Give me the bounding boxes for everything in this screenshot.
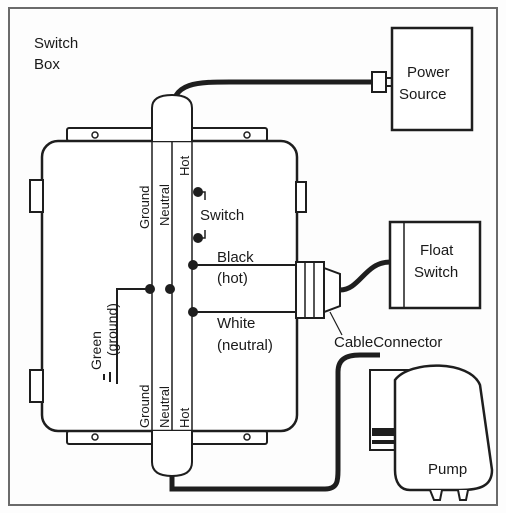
switch-box-label-line1: Switch	[34, 35, 78, 52]
float-switch-label-line1: Float	[420, 242, 454, 259]
black-label-line1: Black	[217, 249, 254, 266]
green-ground-wire	[116, 288, 150, 382]
switch-box-label-line2: Box	[34, 56, 60, 73]
knockout-top-left	[29, 179, 44, 213]
cable-connector-label: CableConnector	[334, 334, 442, 351]
float-switch-label-line2: Switch	[414, 264, 458, 281]
knockout-right	[295, 181, 307, 213]
power-cable	[169, 79, 372, 113]
diagram-frame	[8, 7, 498, 506]
white-label-line1: White	[217, 315, 255, 332]
neutral-junction-terminal	[165, 284, 175, 294]
black-label-line2: (hot)	[217, 270, 248, 287]
float-switch-box	[388, 220, 482, 310]
white-label-line2: (neutral)	[217, 337, 273, 354]
float-switch-cable	[339, 259, 391, 293]
top-hot-label: Hot	[177, 155, 192, 176]
ground-icon	[103, 370, 118, 384]
power-source-box	[390, 26, 474, 132]
pump-cable	[169, 352, 380, 492]
top-cable-sheath	[151, 93, 193, 141]
knockout-bottom-left	[29, 369, 44, 403]
power-source-label-line1: Power	[407, 64, 450, 81]
top-neutral-label: Neutral	[157, 184, 172, 226]
bottom-cable-sheath	[151, 431, 193, 478]
pump-label: Pump	[428, 461, 467, 478]
bottom-neutral-label: Neutral	[157, 386, 172, 428]
power-plug	[371, 71, 387, 93]
bottom-hot-label: Hot	[177, 407, 192, 428]
green-label-line2: (ground)	[104, 303, 120, 356]
pump-body	[393, 364, 494, 492]
bottom-ground-label: Ground	[137, 385, 152, 428]
green-label-line1: Green	[88, 331, 104, 370]
power-source-label-line2: Source	[399, 86, 447, 103]
top-ground-label: Ground	[137, 186, 152, 229]
cable-connector	[295, 261, 341, 319]
switch-label: Switch	[200, 207, 244, 224]
